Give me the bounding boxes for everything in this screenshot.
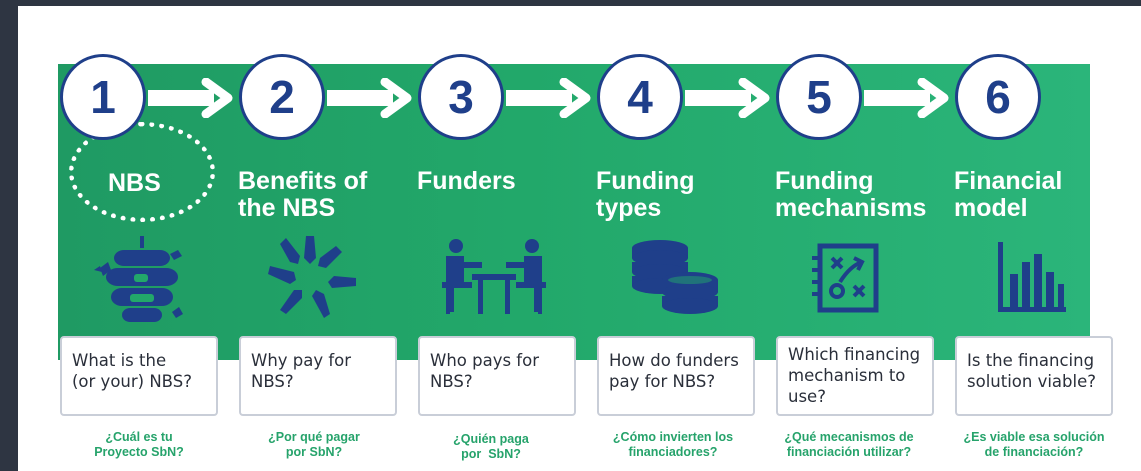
step-1-number: 1 xyxy=(60,54,146,140)
arrow-right-icon xyxy=(506,78,591,118)
nbs-dotted-ring xyxy=(69,122,215,222)
step-1-title: NBS xyxy=(108,169,161,197)
beehive-icon xyxy=(94,236,183,322)
arrow-right-icon xyxy=(864,78,949,118)
arrow-right-icon xyxy=(685,78,770,118)
strategy-board-icon xyxy=(812,243,879,313)
step-5-number: 5 xyxy=(776,54,862,140)
bar-chart-icon xyxy=(998,242,1066,312)
coins-stack-icon xyxy=(632,240,718,314)
meeting-people-icon xyxy=(442,239,546,314)
step-6-number: 6 xyxy=(955,54,1041,140)
step-3-title: Funders xyxy=(417,167,516,195)
hands-together-icon xyxy=(268,236,356,318)
step-1-question-box: What is the(or your) NBS? xyxy=(60,336,218,416)
arrow-right-icon xyxy=(327,78,412,118)
step-2-number: 2 xyxy=(239,54,325,140)
step-3-number: 3 xyxy=(418,54,504,140)
arrow-right-icon xyxy=(148,78,233,118)
step-4-number: 4 xyxy=(597,54,683,140)
